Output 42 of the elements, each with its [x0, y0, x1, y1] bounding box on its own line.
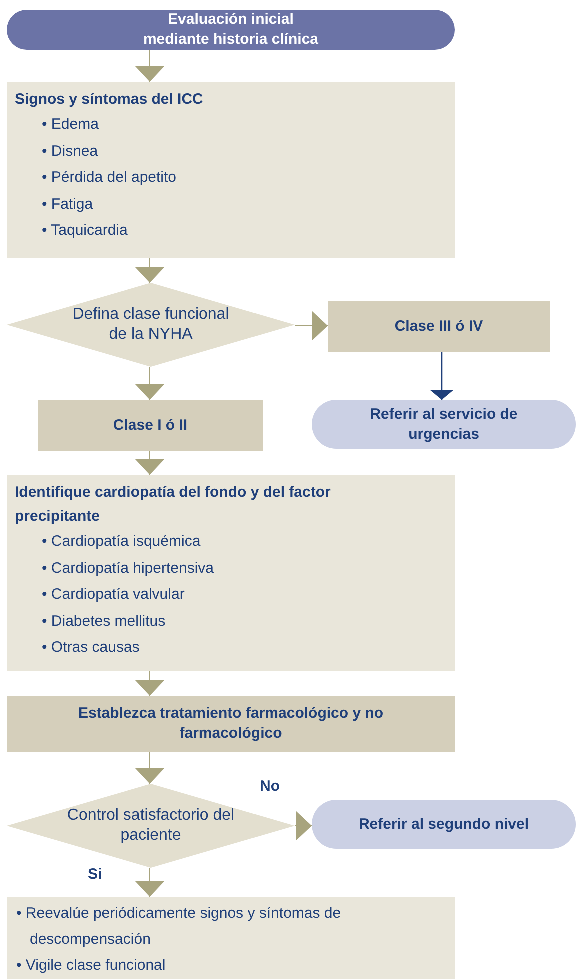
box-heading: Clase I ó II — [113, 416, 188, 436]
list-item: • Reevalúe periódicamente signos y síntomas de descompensación — [16, 904, 342, 950]
terminal-pill — [312, 800, 576, 849]
start-terminal — [7, 10, 455, 50]
process-box — [7, 82, 455, 258]
process-box — [7, 696, 455, 752]
box-heading: Identifique cardiopatía del fondo y del factor precipitante — [15, 483, 332, 527]
list-item: • Pérdida del apetito — [41, 168, 177, 188]
arrow — [135, 868, 165, 898]
arrow — [135, 366, 165, 400]
list-item: • Cardiopatía valvular — [41, 585, 185, 605]
list-item: • Edema — [41, 115, 99, 135]
list-item: • Diabetes mellitus — [41, 612, 166, 632]
box-heading: Establezca tratamiento farmacológico y no farmacológico — [77, 704, 385, 744]
decision-diamond — [7, 283, 295, 367]
terminal-text: Referir al servicio de urgencias — [369, 404, 519, 444]
list-item: • Cardiopatía hipertensiva — [41, 558, 214, 578]
process-box — [328, 301, 550, 352]
arrow — [135, 450, 165, 476]
terminal-text: Referir al segundo nivel — [358, 814, 530, 834]
terminal-pill — [312, 400, 576, 449]
box-heading: Clase III ó IV — [394, 316, 484, 336]
list-item: • Otras causas — [41, 638, 140, 658]
arrow — [294, 811, 312, 841]
arrow — [135, 752, 165, 784]
question-text: Control satisfactorio del paciente — [66, 806, 236, 846]
arrow — [430, 352, 454, 400]
list-item: • Taquicardia — [41, 221, 128, 241]
arrow — [135, 670, 165, 696]
process-box — [7, 897, 455, 979]
process-box — [38, 400, 263, 451]
list-item: • Vigile clase funcional — [16, 956, 166, 976]
arrow — [135, 50, 165, 82]
terminal-text: Evaluación inicial mediante historia clínica — [142, 10, 320, 50]
process-box — [7, 475, 455, 671]
list-item: • Cardiopatía isquémica — [41, 532, 201, 552]
arrow — [294, 311, 328, 341]
arrow — [135, 258, 165, 284]
list-item: • Fatiga — [41, 194, 94, 214]
question-text: Defina clase funcional de la NYHA — [72, 305, 230, 345]
list-item: • Disnea — [41, 142, 98, 162]
box-heading: Signos y síntomas del ICC — [15, 90, 204, 110]
